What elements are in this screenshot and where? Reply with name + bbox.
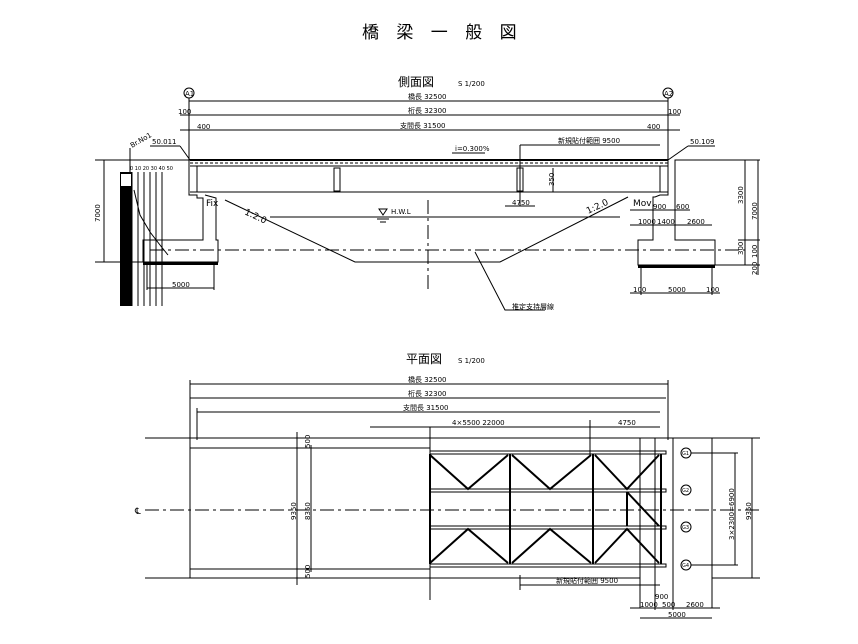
- support-layer-label: 推定支持層線: [512, 302, 554, 311]
- dim-1400: 1400: [657, 218, 675, 226]
- dim-300: 300: [737, 242, 745, 255]
- side-view-scale: S 1/200: [458, 80, 485, 88]
- abutment-a1: [142, 160, 219, 263]
- slope-right: 1:2.0: [585, 198, 610, 217]
- a2-label: A2: [664, 90, 673, 98]
- stiffener: [333, 167, 341, 192]
- girder-markers: G1 G2 G3 G4: [680, 447, 738, 571]
- boring-depth: 7000: [94, 204, 102, 222]
- dim-600: 600: [676, 203, 689, 211]
- plan-view-scale: S 1/200: [458, 357, 485, 365]
- dim-pile-right: 100: [706, 286, 719, 294]
- girder-g4: [429, 563, 667, 568]
- girder-g3: [429, 525, 667, 530]
- plan-view: 平面図 S 1/200 橋長 32500 桁長 32300 支間長 31500 …: [134, 352, 760, 619]
- range-dim-label: 新規貼付範囲 9500: [558, 136, 620, 145]
- dim-400-left: 400: [197, 123, 210, 131]
- dim-girder-length-label: 桁長 32300: [408, 106, 447, 115]
- panel-dim: 4×5500 22000: [452, 419, 505, 427]
- riverbed: [224, 196, 629, 263]
- elev-right: 50.109: [690, 138, 715, 146]
- mov-label: Mov: [633, 199, 652, 209]
- fix-label: Fix: [206, 199, 219, 209]
- end-panel-dim: 4750: [618, 419, 636, 427]
- plan-dim-1000: 1000: [640, 601, 658, 609]
- dim-200: 200: [751, 262, 759, 275]
- dim-3300: 3300: [737, 186, 745, 204]
- g3-label: G3: [682, 525, 689, 531]
- side-view: 側面図 S 1/200 A1 A2 橋長 32500 桁長 32300 100 …: [94, 75, 760, 311]
- girder-height: 350: [548, 173, 556, 186]
- total-width-right: 9350: [745, 502, 753, 520]
- dim-pile-left: 100: [633, 286, 646, 294]
- abutment-a2: [637, 159, 760, 266]
- g4-label: G4: [682, 563, 689, 569]
- plan-dim-2600: 2600: [686, 601, 704, 609]
- road-width: 8350: [304, 502, 312, 520]
- hwl-label: H.W.L: [391, 208, 411, 216]
- stiffener-dim: 4750: [512, 199, 530, 207]
- plan-dim-girder-length: 桁長 32300: [408, 389, 447, 398]
- total-width: 9350: [290, 502, 298, 520]
- footing-base: [143, 262, 218, 265]
- cross-bracing: [429, 454, 662, 564]
- plan-dim-5000: 5000: [668, 611, 686, 619]
- plan-range-dim: 新規貼付範囲 9500: [556, 576, 618, 585]
- slope-left: 1:2.0: [243, 208, 268, 227]
- dim-900: 900: [653, 203, 666, 211]
- boring-log: [120, 172, 132, 306]
- plan-dim-900: 900: [655, 593, 668, 601]
- plan-dim-500: 500: [662, 601, 675, 609]
- dim-1000: 1000: [638, 218, 656, 226]
- left-footing-dim: 5000: [172, 281, 190, 289]
- drawing-title: 橋 梁 一 般 図: [362, 23, 523, 43]
- girder-g2: [429, 488, 667, 493]
- dim-2600: 2600: [687, 218, 705, 226]
- dim-7000: 7000: [751, 202, 759, 220]
- centerline-symbol: ℄: [134, 507, 141, 517]
- plan-view-title: 平面図: [406, 352, 442, 366]
- dim-right-footing: 5000: [668, 286, 686, 294]
- dim-span-length-label: 支間長 31500: [400, 121, 446, 130]
- curb-top: 500: [304, 435, 312, 448]
- curb-bottom: 500: [304, 565, 312, 578]
- dim-400-right: 400: [647, 123, 660, 131]
- dim-100: 100: [751, 245, 759, 258]
- g1-label: G1: [682, 451, 689, 457]
- a1-label: A1: [185, 90, 194, 98]
- elev-left: 50.011: [152, 138, 177, 146]
- support-layer-leader: [474, 251, 545, 311]
- girder-g1: [429, 450, 667, 455]
- g2-label: G2: [682, 488, 689, 494]
- bridge-number: Br.No1: [129, 131, 153, 150]
- dim-100-left: 100: [178, 108, 191, 116]
- boring-scale: 0 10 20 30 40 50: [130, 166, 173, 172]
- dim-100-right: 100: [668, 108, 681, 116]
- dim-bridge-length-label: 橋長 32500: [408, 92, 447, 101]
- plan-dim-span-length: 支間長 31500: [403, 403, 449, 412]
- gradient-label: i=0.300%: [455, 145, 490, 153]
- girder-spacing: 3×2300=6900: [728, 488, 736, 540]
- side-view-title: 側面図: [398, 75, 434, 89]
- plan-dim-bridge-length: 橋長 32500: [408, 375, 447, 384]
- girders: [429, 450, 667, 568]
